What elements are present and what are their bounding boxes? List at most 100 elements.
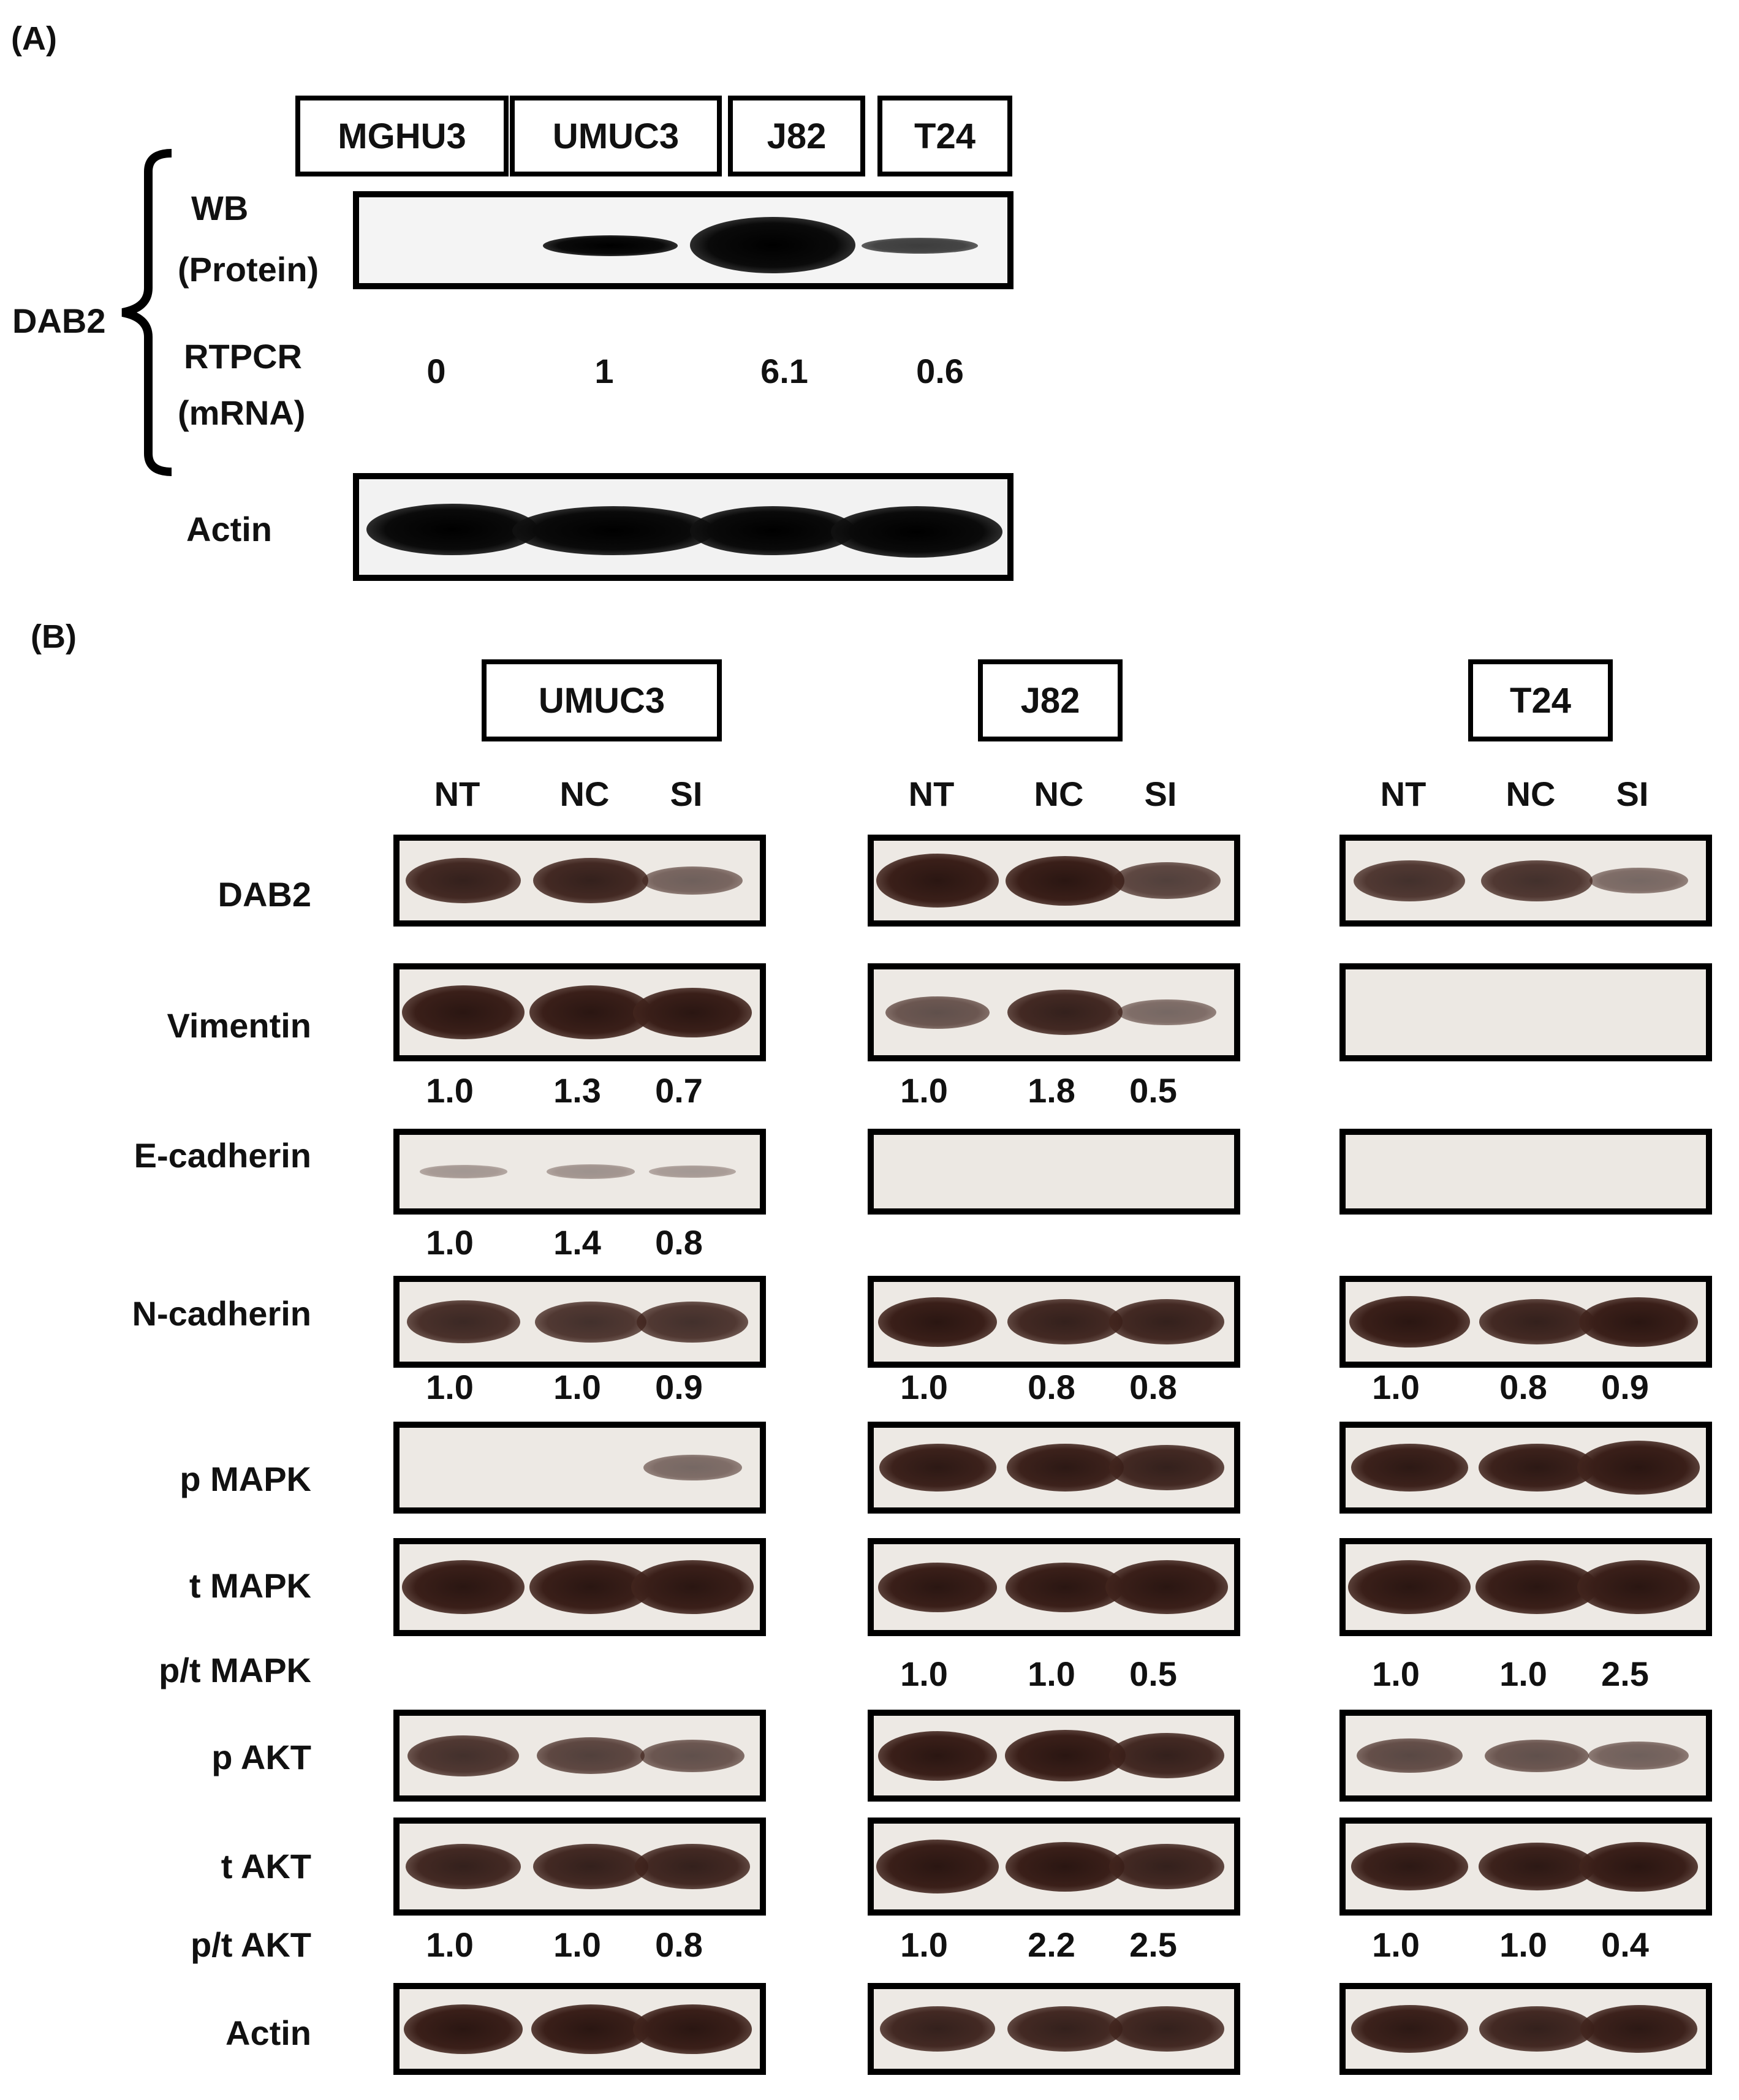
band-ncadherin-umuc3-nc bbox=[535, 1301, 646, 1343]
blot-actin-umuc3 bbox=[393, 1983, 766, 2075]
lane-label-j82-si: SI bbox=[1144, 775, 1177, 813]
band-t-mapk-umuc3-nt bbox=[402, 1560, 525, 1614]
value-pt-akt-t24-nt: 1.0 bbox=[1372, 1925, 1420, 1964]
band-ncadherin-t24-si bbox=[1579, 1297, 1698, 1347]
band-actin-umuc3-nt bbox=[404, 2004, 523, 2054]
row-label-dab2: DAB2 bbox=[218, 875, 311, 914]
row-label-ncadherin: N-cadherin bbox=[132, 1294, 312, 1333]
blot-actin-j82 bbox=[868, 1983, 1240, 2075]
band-p-mapk-t24-si bbox=[1577, 1441, 1700, 1495]
band-dab2-umuc3-nt bbox=[406, 858, 521, 903]
blot-p-akt-j82 bbox=[868, 1710, 1240, 1802]
panel-b-label: (B) bbox=[31, 618, 77, 655]
blot-ncadherin-t24 bbox=[1339, 1276, 1712, 1368]
band-actin-umuc3-nc bbox=[531, 2004, 650, 2054]
band-p-akt-umuc3-nt bbox=[407, 1735, 519, 1776]
band-dab2-j82-nc bbox=[1006, 855, 1124, 906]
value-pt-mapk-t24-nt: 1.0 bbox=[1372, 1655, 1420, 1693]
group-header-t24: T24 bbox=[1468, 659, 1613, 741]
wb-protein-label: (Protein) bbox=[178, 250, 319, 289]
band-t-mapk-t24-nt bbox=[1348, 1560, 1471, 1614]
value-pt-akt-t24-si: 0.4 bbox=[1601, 1925, 1649, 1964]
band-dab2-j82-nt bbox=[876, 854, 999, 908]
blot-t-mapk-t24 bbox=[1339, 1538, 1712, 1636]
blot-ecadherin-umuc3 bbox=[393, 1129, 766, 1215]
value-vimentin-j82-si: 0.5 bbox=[1129, 1071, 1177, 1110]
band-t-akt-t24-nc bbox=[1478, 1843, 1596, 1890]
panel-a-label: (A) bbox=[11, 20, 57, 57]
value-ecadherin-umuc3-nt: 1.0 bbox=[426, 1223, 474, 1262]
blot-t-akt-j82 bbox=[868, 1818, 1240, 1916]
band-ncadherin-j82-si bbox=[1109, 1299, 1224, 1344]
actin-band-a-2 bbox=[512, 506, 714, 555]
blot-dab2-t24 bbox=[1339, 835, 1712, 927]
band-actin-j82-nc bbox=[1007, 2006, 1123, 2052]
rtpcr-value-mghu3: 0 bbox=[426, 352, 446, 390]
blot-ncadherin-umuc3 bbox=[393, 1276, 766, 1368]
band-ncadherin-t24-nt bbox=[1349, 1295, 1470, 1348]
blot-p-akt-t24 bbox=[1339, 1710, 1712, 1802]
value-ncadherin-j82-si: 0.8 bbox=[1129, 1368, 1177, 1406]
blot-dab2-j82 bbox=[868, 835, 1240, 927]
wb-label: WB bbox=[191, 189, 249, 227]
value-vimentin-umuc3-si: 0.7 bbox=[655, 1071, 703, 1110]
band-dab2-t24-nc bbox=[1481, 860, 1593, 901]
value-ecadherin-umuc3-si: 0.8 bbox=[655, 1223, 703, 1262]
lane-label-t24-nc: NC bbox=[1506, 775, 1556, 813]
value-pt-mapk-j82-si: 0.5 bbox=[1129, 1655, 1177, 1693]
band-dab2-umuc3-si bbox=[642, 866, 743, 895]
band-dab2-t24-nt bbox=[1354, 860, 1465, 901]
band-ncadherin-umuc3-nt bbox=[406, 1300, 520, 1344]
band-t-mapk-j82-si bbox=[1105, 1560, 1228, 1614]
band-t-mapk-j82-nc bbox=[1006, 1562, 1124, 1612]
blot-ncadherin-j82 bbox=[868, 1276, 1240, 1368]
value-pt-akt-j82-si: 2.5 bbox=[1129, 1925, 1177, 1964]
band-actin-t24-nt bbox=[1351, 2005, 1468, 2053]
band-vimentin-umuc3-nt bbox=[402, 985, 525, 1039]
blot-t-mapk-j82 bbox=[868, 1538, 1240, 1636]
blot-dab2-umuc3 bbox=[393, 835, 766, 927]
value-pt-akt-umuc3-si: 0.8 bbox=[655, 1925, 703, 1964]
band-ncadherin-j82-nt bbox=[878, 1297, 997, 1347]
value-vimentin-umuc3-nt: 1.0 bbox=[426, 1071, 474, 1110]
band-t-akt-j82-nt bbox=[876, 1840, 999, 1893]
band-p-akt-umuc3-nc bbox=[537, 1737, 645, 1774]
band-p-akt-t24-si bbox=[1588, 1742, 1689, 1770]
actin-band-a-1 bbox=[366, 504, 538, 555]
band-actin-t24-nc bbox=[1479, 2006, 1594, 2052]
band-t-akt-umuc3-nc bbox=[533, 1844, 648, 1889]
dab2-wb-band-t24 bbox=[862, 238, 978, 254]
value-pt-mapk-t24-nc: 1.0 bbox=[1499, 1655, 1547, 1693]
rtpcr-mrna-label: (mRNA) bbox=[178, 393, 306, 432]
band-t-akt-t24-si bbox=[1579, 1841, 1698, 1892]
lane-label-umuc3-nt: NT bbox=[434, 775, 480, 813]
dab2-label-a: DAB2 bbox=[12, 301, 106, 340]
band-actin-t24-si bbox=[1580, 2005, 1697, 2053]
band-ncadherin-t24-nc bbox=[1479, 1299, 1594, 1344]
band-t-akt-umuc3-nt bbox=[406, 1844, 521, 1889]
header-mghu3: MGHU3 bbox=[295, 96, 509, 176]
value-ncadherin-j82-nt: 1.0 bbox=[900, 1368, 948, 1406]
row-label-t-mapk: t MAPK bbox=[189, 1566, 311, 1605]
blot-vimentin-t24 bbox=[1339, 963, 1712, 1061]
dab2-wb-band-umuc3 bbox=[543, 235, 678, 256]
band-p-mapk-umuc3-si bbox=[643, 1454, 742, 1481]
blot-p-akt-umuc3 bbox=[393, 1710, 766, 1802]
rtpcr-value-j82: 6.1 bbox=[760, 352, 808, 390]
value-pt-mapk-j82-nt: 1.0 bbox=[900, 1655, 948, 1693]
band-p-akt-j82-nc bbox=[1004, 1729, 1126, 1782]
band-ecadherin-umuc3-nc bbox=[546, 1164, 635, 1179]
lane-label-t24-si: SI bbox=[1616, 775, 1649, 813]
rtpcr-value-t24: 0.6 bbox=[916, 352, 964, 390]
band-p-akt-t24-nc bbox=[1485, 1739, 1589, 1772]
row-label-ecadherin: E-cadherin bbox=[134, 1136, 311, 1175]
blot-vimentin-j82 bbox=[868, 963, 1240, 1061]
band-ecadherin-umuc3-nt bbox=[419, 1165, 507, 1178]
band-p-mapk-t24-nt bbox=[1351, 1444, 1468, 1492]
value-ncadherin-umuc3-nt: 1.0 bbox=[426, 1368, 474, 1406]
value-ncadherin-t24-nt: 1.0 bbox=[1372, 1368, 1420, 1406]
actin-band-a-4 bbox=[831, 506, 1002, 558]
lane-label-j82-nt: NT bbox=[908, 775, 955, 813]
value-vimentin-j82-nt: 1.0 bbox=[900, 1071, 948, 1110]
dab2-wb-band-j82 bbox=[690, 217, 855, 273]
